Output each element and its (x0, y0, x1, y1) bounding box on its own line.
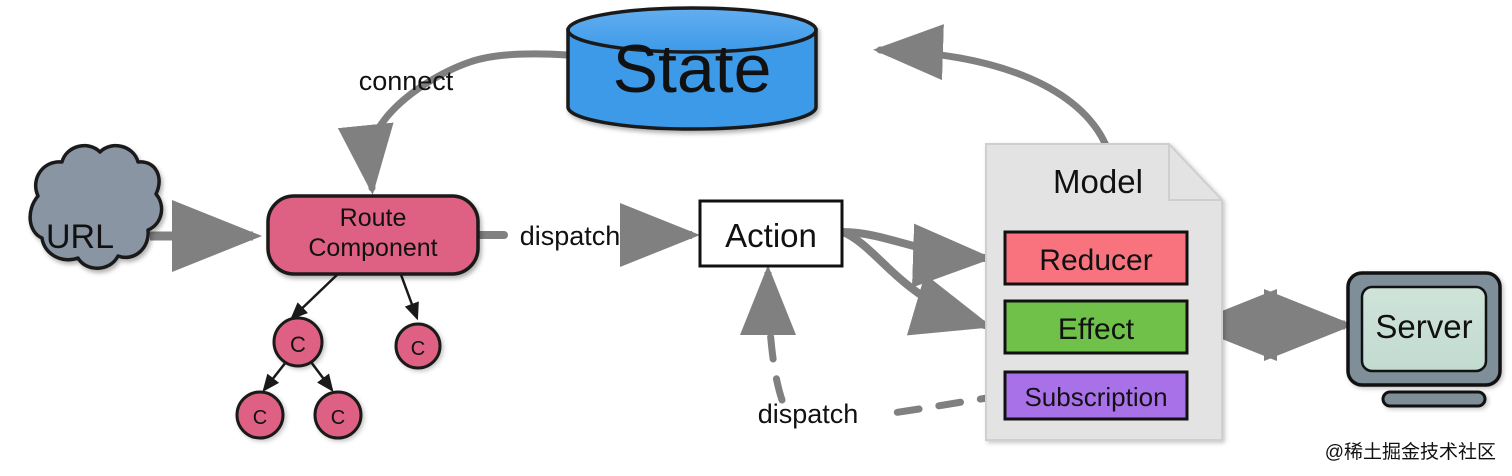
child-component-label: C (331, 407, 345, 429)
node-child-components: C C C C (235, 316, 442, 440)
node-server[interactable]: Server (1346, 271, 1502, 408)
watermark: @稀土掘金技术社区 (1325, 441, 1496, 463)
edge-model-to-state (873, 24, 1111, 152)
node-reducer[interactable]: Reducer (1003, 230, 1189, 286)
edge-action-to-effect (839, 228, 993, 336)
child-component-label: C (411, 338, 425, 360)
edge-label-dispatch-subscription: dispatch (758, 399, 859, 429)
reducer-label: Reducer (1039, 244, 1152, 277)
route-component-label-line2: Component (308, 234, 437, 262)
child-component-label: C (290, 332, 306, 357)
effect-label: Effect (1058, 313, 1135, 346)
route-component-label-line1: Route (340, 204, 407, 232)
state-label: State (613, 31, 772, 107)
edge-subscription-to-action-dispatch (740, 265, 1006, 418)
action-label: Action (725, 217, 817, 254)
model-label: Model (1053, 163, 1143, 200)
node-effect[interactable]: Effect (1003, 299, 1189, 355)
node-model[interactable]: Model Reducer Effect Subscription (985, 143, 1223, 441)
node-url[interactable]: URL (28, 143, 164, 270)
node-subscription[interactable]: Subscription (1003, 370, 1189, 421)
edge-route-to-children (262, 271, 419, 392)
subscription-label: Subscription (1024, 382, 1167, 412)
node-action[interactable]: Action (698, 199, 844, 268)
url-label: URL (46, 218, 114, 256)
list-item[interactable]: C (394, 322, 442, 370)
edge-label-connect: connect (359, 66, 454, 96)
edge-action-to-reducer (839, 223, 993, 288)
edge-state-to-route-connect (337, 50, 571, 195)
server-label: Server (1375, 308, 1472, 345)
edge-label-dispatch-action: dispatch (520, 221, 621, 251)
child-component-label: C (253, 407, 267, 429)
node-route-component[interactable]: Route Component (266, 194, 480, 276)
list-item[interactable]: C (272, 316, 324, 368)
list-item[interactable]: C (313, 390, 363, 440)
node-state[interactable]: State (566, 6, 818, 131)
list-item[interactable]: C (235, 390, 285, 440)
